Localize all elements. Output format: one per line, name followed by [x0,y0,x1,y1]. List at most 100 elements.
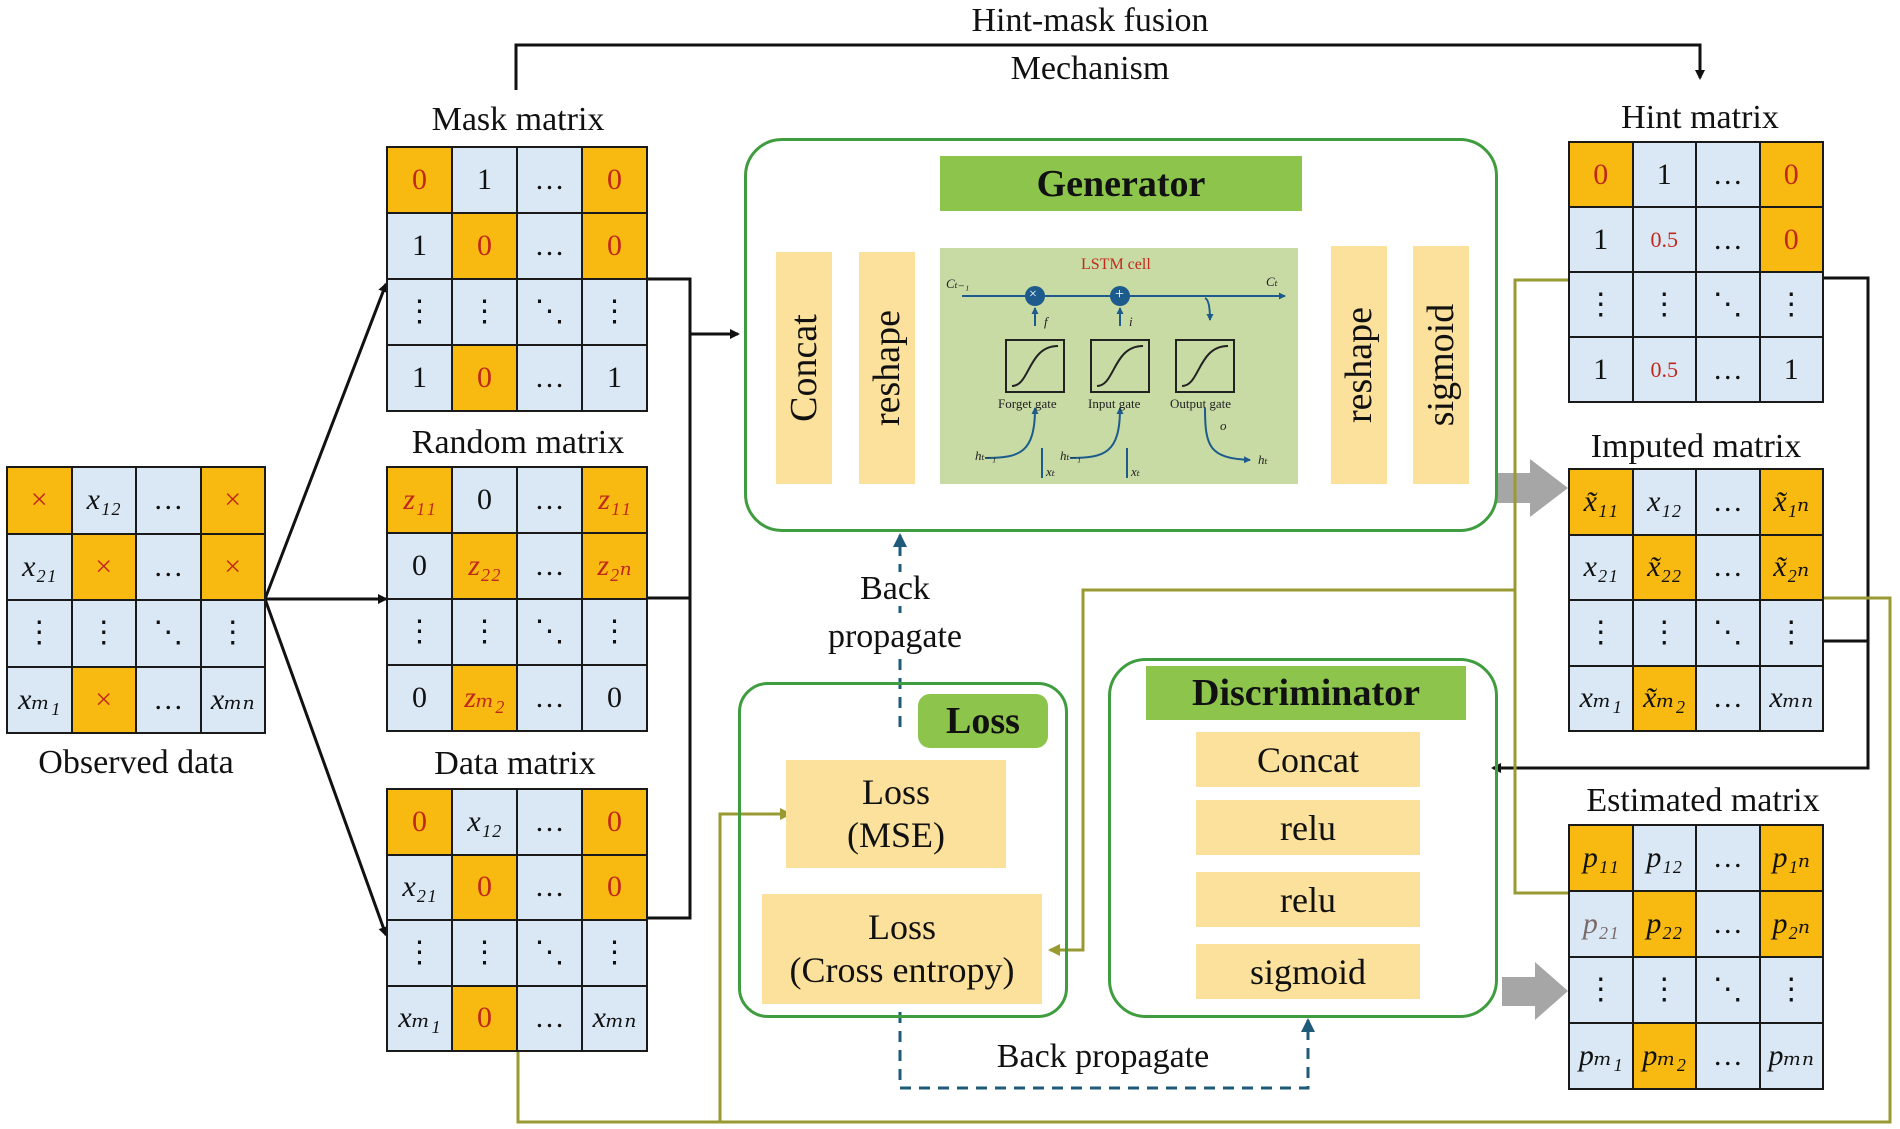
imputed-cell: ⋱ [1697,601,1759,665]
grey-arrow-to-estimated [1502,962,1568,1020]
estimated-cell: p₁ₙ [1760,826,1822,890]
hint-cell: 1 [1760,338,1822,401]
estimated-cell: p₂₁ [1570,892,1632,956]
mask-cell: 1 [453,148,516,212]
estimated-cell: ⋮ [1760,958,1822,1022]
observed-grid: ×x₁₂…×x₂₁×…×⋮⋮⋱⋮xₘ₁×…xₘₙ [6,466,266,734]
lstm-diagram [962,286,1286,478]
observed-cell: ⋱ [137,601,200,666]
datam-cell: 0 [388,790,451,854]
hint-cell: 1 [1570,208,1632,271]
random-cell: … [518,534,581,598]
mask-cell: … [518,346,581,410]
loss-title: Loss [918,694,1048,748]
output-gate-box [1175,339,1235,393]
lstm-output-gate: Output gate [1170,396,1232,411]
input-gate-box [1090,339,1150,393]
lstm-multiply-node [1025,286,1045,306]
lstm-c-prev: Cₜ₋₁ [946,276,970,291]
lstm-h-prev-2: hₜ₋₁ [1060,448,1082,463]
hint-cell: ⋮ [1570,273,1632,336]
random-cell: 0 [388,666,451,730]
observed-cell: xₘₙ [201,667,264,732]
mask-cell: 0 [583,148,646,212]
mask-cell: 1 [388,214,451,278]
mask-cell: 0 [453,346,516,410]
estimated-label: Estimated matrix [1586,782,1820,819]
datam-cell: ⋮ [583,921,646,985]
backprop-lower: Back propagate [996,1038,1210,1075]
random-cell: ⋮ [388,600,451,664]
datam-cell: ⋮ [388,921,451,985]
datam-cell: x₂₁ [388,855,451,919]
datam-cell: 0 [583,855,646,919]
observed-cell: ⋮ [8,601,71,666]
random-cell: 0 [453,468,516,532]
hint-cell: 1 [1633,143,1695,206]
imputed-cell: xₘₙ [1760,666,1822,730]
estimated-cell: … [1697,1024,1759,1088]
discriminator-title: Discriminator [1146,666,1466,720]
imputed-cell: ⋮ [1760,601,1822,665]
imputed-cell: x̃₂₂ [1633,535,1695,599]
generator-layer-sigmoid: sigmoid [1413,246,1469,484]
generator-layer-reshape-2: reshape [1331,246,1387,484]
random-cell: ⋮ [453,600,516,664]
random-cell: z₁₁ [583,468,646,532]
olive-to-mse-loss [718,808,792,1122]
mask-cell: 1 [388,346,451,410]
datam-cell: xₘₙ [583,986,646,1050]
loss-ce-block: Loss (Cross entropy) [762,894,1042,1004]
disc-layer-concat: Concat [1196,732,1420,787]
lstm-forget-gate: Forget gate [998,396,1057,411]
disc-layer-relu-1: relu [1196,800,1420,855]
bus-hint-imputed [1491,276,1870,773]
imputed-cell: … [1697,666,1759,730]
lstm-times: × [1029,287,1037,302]
loss-mse-block: Loss (MSE) [786,760,1006,868]
imputed-cell: ⋮ [1633,601,1695,665]
datam-cell: xₘ₁ [388,986,451,1050]
imputed-cell: x̃₂ₙ [1760,535,1822,599]
grey-arrow-to-imputed [1493,459,1568,517]
observed-cell: × [8,468,71,533]
datam-cell: … [518,986,581,1050]
header-line2: Mechanism [1010,50,1170,87]
datam-cell: 0 [453,855,516,919]
imputed-cell: x₂₁ [1570,535,1632,599]
observed-cell: x₁₂ [72,468,135,533]
hint-cell: ⋱ [1697,273,1759,336]
discriminator-box [1108,658,1498,1018]
datam-cell: x₁₂ [453,790,516,854]
imputed-cell: x₁₂ [1633,470,1695,534]
estimated-cell: p₂₂ [1633,892,1695,956]
random-cell: z₁₁ [388,468,451,532]
lstm-input-gate: Input gate [1088,396,1141,411]
mask-cell: 0 [453,214,516,278]
generator-layer-concat: Concat [776,252,832,484]
random-cell: 0 [583,666,646,730]
mask-cell: ⋮ [453,280,516,344]
lstm-cell: LSTM cell Cₜ₋₁ Cₜ × + f i o Forget gate … [940,248,1298,484]
random-cell: zₘ₂ [453,666,516,730]
imputed-cell: x̃₁₁ [1570,470,1632,534]
arrow-observed-to-data [263,598,388,937]
datam-cell: ⋮ [453,921,516,985]
lstm-x-1: xₜ [1046,464,1055,479]
observed-cell: … [137,534,200,599]
mask-cell: … [518,148,581,212]
datam-cell: 0 [453,986,516,1050]
estimated-cell: pₘ₂ [1633,1024,1695,1088]
observed-cell: ⋮ [72,601,135,666]
observed-cell: … [137,468,200,533]
estimated-cell: ⋱ [1697,958,1759,1022]
imputed-cell: xₘ₁ [1570,666,1632,730]
estimated-cell: p₁₁ [1570,826,1632,890]
hint-cell: … [1697,143,1759,206]
forget-gate-box [1005,339,1065,393]
imputed-cell: x̃ₘ₂ [1633,666,1695,730]
